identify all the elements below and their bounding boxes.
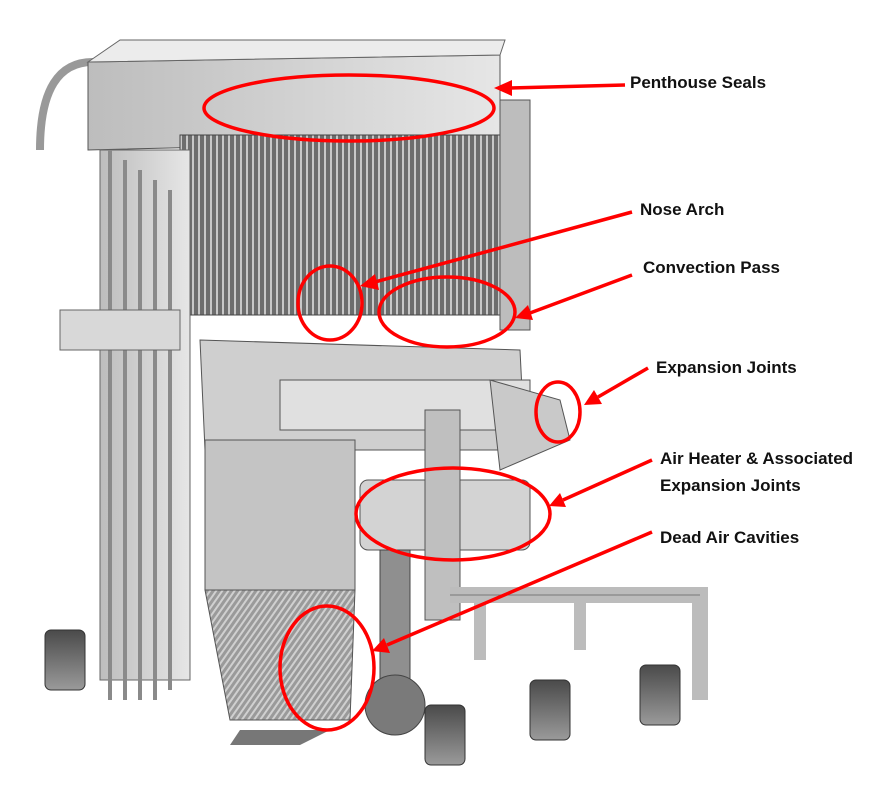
label-dead-air-cavities: Dead Air Cavities [660, 528, 800, 547]
annotation-overlays [202, 73, 582, 732]
label-air-heater-line1: Air Heater & Associated [660, 449, 854, 468]
annotation-arrows [360, 80, 653, 653]
penthouse-seals-highlight [202, 73, 496, 143]
label-convection-pass: Convection Pass [643, 258, 780, 277]
expansion-joints-highlight [534, 380, 582, 444]
convection-pass-highlight [377, 275, 517, 349]
nose-arch-highlight [296, 264, 364, 342]
label-air-heater-line2: Expansion Joints [660, 476, 801, 495]
boiler-body [36, 39, 708, 766]
dead-air-cavities-highlight [278, 604, 376, 732]
label-penthouse-seals: Penthouse Seals [630, 73, 767, 92]
air-heater-highlight [354, 466, 552, 562]
label-expansion-joints: Expansion Joints [656, 358, 797, 377]
label-nose-arch: Nose Arch [640, 200, 725, 219]
